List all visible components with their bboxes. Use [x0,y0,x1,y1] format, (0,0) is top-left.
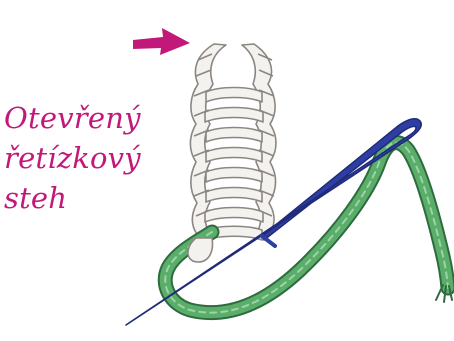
stitch-title-line-1: Otevřený [4,98,154,138]
direction-arrow-icon [133,28,190,55]
stitch-title-line-2: řetízkový [4,138,154,178]
stitch-title-line-3: steh [4,178,154,218]
stitch-title: Otevřený řetízkový steh [4,98,154,218]
chain-stitch-bottom-loop [188,238,213,262]
chain-stitch [190,44,276,240]
green-thread [165,143,452,313]
